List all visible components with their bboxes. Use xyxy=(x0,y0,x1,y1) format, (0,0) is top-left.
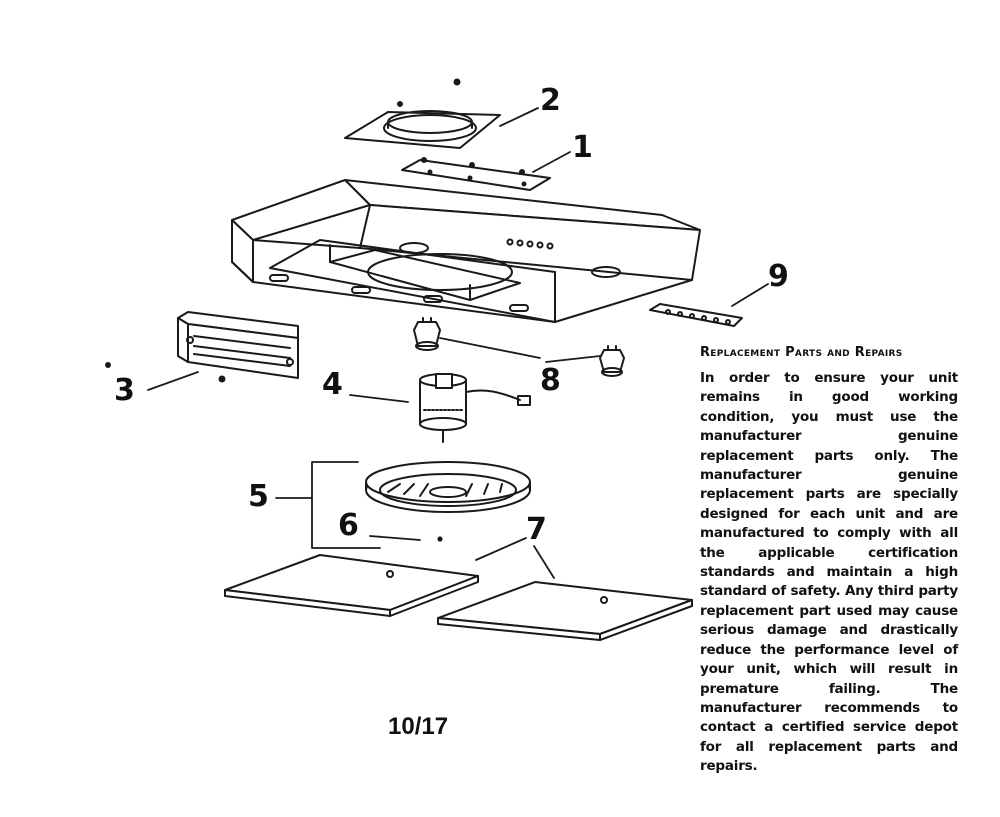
callout-1: 1 xyxy=(572,130,593,165)
duct-collar-plate xyxy=(344,78,501,149)
callout-4: 4 xyxy=(322,367,343,402)
callout-7: 7 xyxy=(526,512,547,547)
callout-8: 8 xyxy=(540,363,561,398)
blower-motor xyxy=(419,373,531,443)
callout-5: 5 xyxy=(248,479,269,514)
fan-wheel xyxy=(365,461,531,513)
page-number: 10/17 xyxy=(388,713,449,740)
grease-filters xyxy=(224,554,693,641)
light-housing xyxy=(105,311,299,383)
replacement-notes: Replacement Parts and Repairs In order t… xyxy=(700,345,958,777)
callout-3: 3 xyxy=(114,373,135,408)
callout-9: 9 xyxy=(768,259,789,294)
leader-lines xyxy=(147,107,769,579)
notes-title: Replacement Parts and Repairs xyxy=(700,345,903,360)
callout-2: 2 xyxy=(540,83,561,118)
range-hood-body xyxy=(231,179,701,323)
callout-6: 6 xyxy=(338,508,359,543)
notes-body: In order to ensure your unit remains in … xyxy=(700,370,958,775)
halogen-bulbs xyxy=(413,317,625,377)
terminal-strip xyxy=(649,303,743,327)
fan-nut xyxy=(437,536,443,542)
mounting-bracket xyxy=(401,157,551,191)
